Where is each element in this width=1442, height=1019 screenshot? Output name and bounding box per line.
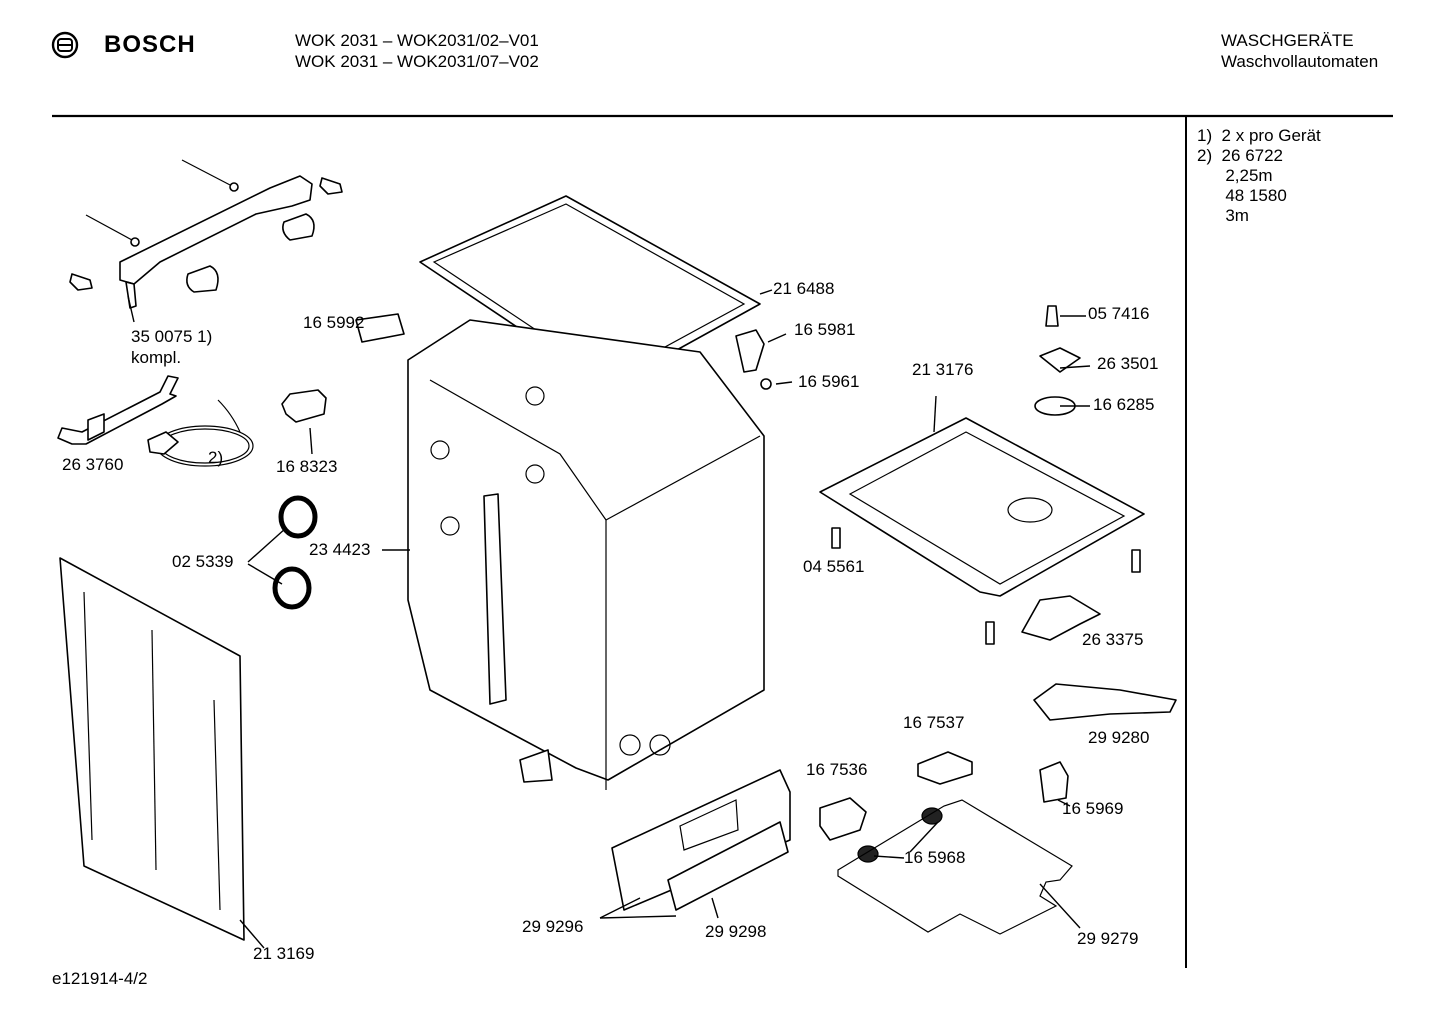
- hinge-plug: [735, 329, 765, 373]
- switch-module: [917, 751, 973, 785]
- bosch-armature-icon: [51, 31, 79, 59]
- knob: [857, 845, 879, 863]
- category-line-2: Waschvollautomaten: [1221, 52, 1379, 71]
- part-label: 16 5981: [794, 320, 856, 339]
- part-label: 16 6285: [1093, 395, 1155, 414]
- screw: [985, 621, 995, 645]
- switch-small: [819, 797, 867, 841]
- part-label: 26 3760: [62, 455, 124, 474]
- part-label: kompl.: [131, 348, 182, 367]
- rear-panel: [59, 557, 245, 941]
- bosch-logo: BOSCH: [50, 30, 210, 62]
- part-label: 29 9298: [705, 922, 767, 941]
- part-label: 23 4423: [309, 540, 371, 559]
- part-label: 26 3375: [1082, 630, 1144, 649]
- wrench-tool: [57, 375, 179, 445]
- part-label: 16 8323: [276, 457, 338, 476]
- pressure-switch: [1039, 761, 1069, 803]
- notes-panel: 1) 2 x pro Gerät 2) 26 6722 2,25m 48 158…: [1197, 126, 1321, 226]
- part-label: 29 9280: [1088, 728, 1150, 747]
- part-label: 29 9296: [522, 917, 584, 936]
- drawing-number: e121914-4/2: [52, 969, 148, 988]
- category-line-1: WASCHGERÄTE: [1221, 31, 1354, 50]
- part-label: 16 5992: [303, 313, 365, 332]
- mounting-bracket-kit: [69, 159, 343, 309]
- part-label: 29 9279: [1077, 929, 1139, 948]
- note-line: 48 1580: [1197, 186, 1287, 205]
- part-label: 21 3169: [253, 944, 315, 963]
- part-label: 16 7537: [903, 713, 965, 732]
- screw: [831, 527, 841, 549]
- part-label: 26 3501: [1097, 354, 1159, 373]
- model-line-2: WOK 2031 – WOK2031/07–V02: [295, 52, 539, 71]
- damper-arm: [1033, 683, 1177, 721]
- cabinet-body: [407, 319, 765, 790]
- washer-small: [760, 378, 772, 390]
- model-line-1: WOK 2031 – WOK2031/02–V01: [295, 31, 539, 50]
- leader-lines: [127, 289, 1091, 949]
- part-label: 16 5961: [798, 372, 860, 391]
- cable-harness: [837, 799, 1073, 935]
- part-label: 16 7536: [806, 760, 868, 779]
- base-frame: [819, 417, 1145, 597]
- adjustable-foot: [1039, 347, 1081, 373]
- mains-cable: [147, 399, 254, 467]
- part-label: 04 5561: [803, 557, 865, 576]
- part-label: 2): [208, 448, 224, 467]
- corner-bracket: [519, 749, 553, 783]
- screw: [1131, 549, 1141, 573]
- part-label: 16 5969: [1062, 799, 1124, 818]
- note-line: 2,25m: [1197, 166, 1273, 185]
- part-label: 16 5968: [904, 848, 966, 867]
- part-label: 05 7416: [1088, 304, 1150, 323]
- knob: [921, 807, 943, 825]
- control-panel: [611, 769, 791, 911]
- sealing-rings: [272, 495, 318, 610]
- drum-bearing-bracket: [1021, 595, 1101, 641]
- note-line: 2) 26 6722: [1197, 146, 1284, 165]
- hose-clip: [281, 389, 327, 423]
- gasket-frame: [355, 313, 405, 343]
- foot-insert: [1045, 305, 1059, 327]
- note-line: 3m: [1197, 206, 1249, 225]
- part-label: 35 0075 1): [131, 327, 213, 346]
- note-line: 1) 2 x pro Gerät: [1197, 126, 1321, 145]
- part-label: 21 6488: [773, 279, 835, 298]
- part-label: 21 3176: [912, 360, 974, 379]
- part-label: 02 5339: [172, 552, 234, 571]
- brand-name: BOSCH: [104, 31, 196, 58]
